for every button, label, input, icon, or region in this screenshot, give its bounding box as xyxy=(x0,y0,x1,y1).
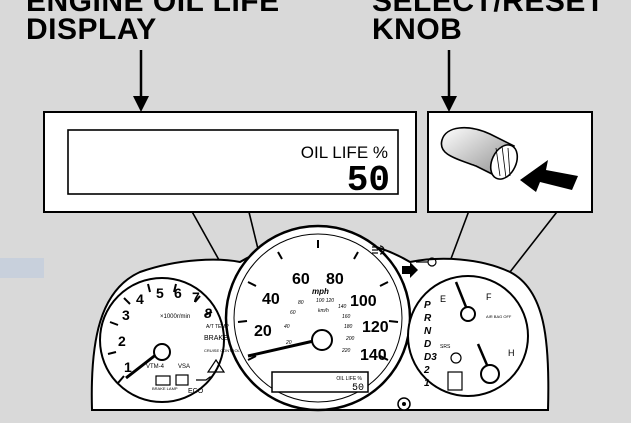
seat-belt-icon xyxy=(447,371,463,391)
kmh-tick-80: 80 xyxy=(298,300,304,306)
oil-life-mini-window xyxy=(271,371,369,393)
tach-tick-4: 4 xyxy=(136,291,144,307)
kmh-tick-140: 140 xyxy=(338,304,347,310)
select-reset-knob-label-line2: KNOB xyxy=(372,13,463,46)
instrument-cluster xyxy=(90,224,550,412)
kmh-tick-200: 200 xyxy=(345,336,355,342)
eco-indicator: ECO xyxy=(188,388,204,395)
kmh-tick-160: 160 xyxy=(342,314,351,320)
kmh-tick-220: 220 xyxy=(341,348,351,354)
speed-tick-80: 80 xyxy=(326,271,344,288)
tach-tick-7: 7 xyxy=(192,289,200,305)
oil-life-display-panel xyxy=(67,129,399,195)
tach-unit: ×1000r/min xyxy=(160,314,190,320)
oil-life-caption: OIL LIFE % xyxy=(301,143,388,162)
engine-oil-life-label: ENGINE OIL LIFE xyxy=(26,0,280,18)
engine-oil-life-label-line2: DISPLAY xyxy=(26,13,157,46)
oil-can-icon xyxy=(196,376,212,381)
vsa-indicator: VSA xyxy=(178,364,190,370)
headlight-icon xyxy=(372,245,385,255)
gear-r: R xyxy=(424,313,432,324)
speed-unit-mph: mph xyxy=(312,287,329,296)
brake-indicator: BRAKE xyxy=(204,335,228,342)
gear-p: P xyxy=(424,300,431,311)
brake-lamp-indicator: BRAKE LAMP xyxy=(152,386,178,391)
cruise-control-indicator: CRUISE CONTROL xyxy=(204,348,241,353)
push-arrow-icon xyxy=(520,160,578,192)
pointer-arrow-left xyxy=(133,50,149,112)
gear-1: 1 xyxy=(424,378,430,389)
speed-tick-60: 60 xyxy=(292,271,310,288)
vtm4-indicator: VTM-4 xyxy=(146,364,165,370)
tach-tick-6: 6 xyxy=(174,285,182,301)
fuel-full: F xyxy=(486,292,492,302)
kmh-tick-100-120: 100 120 xyxy=(316,298,334,304)
kmh-tick-180: 180 xyxy=(344,324,353,330)
oil-life-mini-value: 50 xyxy=(352,383,364,394)
at-temp-indicator: A/T TEMP xyxy=(206,324,230,330)
key-icon xyxy=(416,257,437,267)
select-reset-knob-label: SELECT/RESET xyxy=(372,0,605,18)
gear-2: 2 xyxy=(423,365,430,376)
fuel-temp-dial xyxy=(407,275,529,397)
tach-tick-5: 5 xyxy=(156,285,164,301)
airbag-off-indicator: AIR BAG OFF xyxy=(486,314,512,319)
speed-tick-100: 100 xyxy=(350,293,377,310)
kmh-tick-20: 20 xyxy=(285,340,292,346)
turn-signal-icon xyxy=(402,262,418,278)
pointer-arrow-right xyxy=(441,50,457,112)
tach-tick-2: 2 xyxy=(118,333,126,349)
speed-tick-120: 120 xyxy=(362,319,389,336)
tach-tick-3: 3 xyxy=(122,307,130,323)
fuel-empty: E xyxy=(440,294,446,304)
kmh-tick-60: 60 xyxy=(290,310,296,316)
kmh-tick-40: 40 xyxy=(284,324,290,330)
speed-tick-20: 20 xyxy=(254,323,272,340)
tachometer-dial xyxy=(99,277,225,403)
gear-d: D xyxy=(424,339,431,350)
gear-n: N xyxy=(424,326,432,337)
tach-tick-8: 8 xyxy=(204,305,212,321)
engine-icon xyxy=(155,375,171,386)
oil-life-value: 50 xyxy=(347,160,390,201)
background-patch xyxy=(0,258,44,278)
oil-life-mini-caption: OIL LIFE % xyxy=(336,376,362,382)
battery-icon xyxy=(175,374,189,386)
tpms-icon xyxy=(450,352,462,364)
tach-tick-1: 1 xyxy=(124,359,132,375)
knob-callout xyxy=(427,111,593,213)
speed-tick-140: 140 xyxy=(360,347,387,364)
warning-triangle-icon xyxy=(206,358,226,373)
srs-indicator: SRS xyxy=(440,344,451,350)
gear-d3: D3 xyxy=(424,352,437,363)
speed-tick-40: 40 xyxy=(262,291,280,308)
speed-unit-kmh: km/h xyxy=(318,308,329,314)
temp-hot: H xyxy=(508,348,515,358)
oil-life-callout xyxy=(43,111,417,213)
